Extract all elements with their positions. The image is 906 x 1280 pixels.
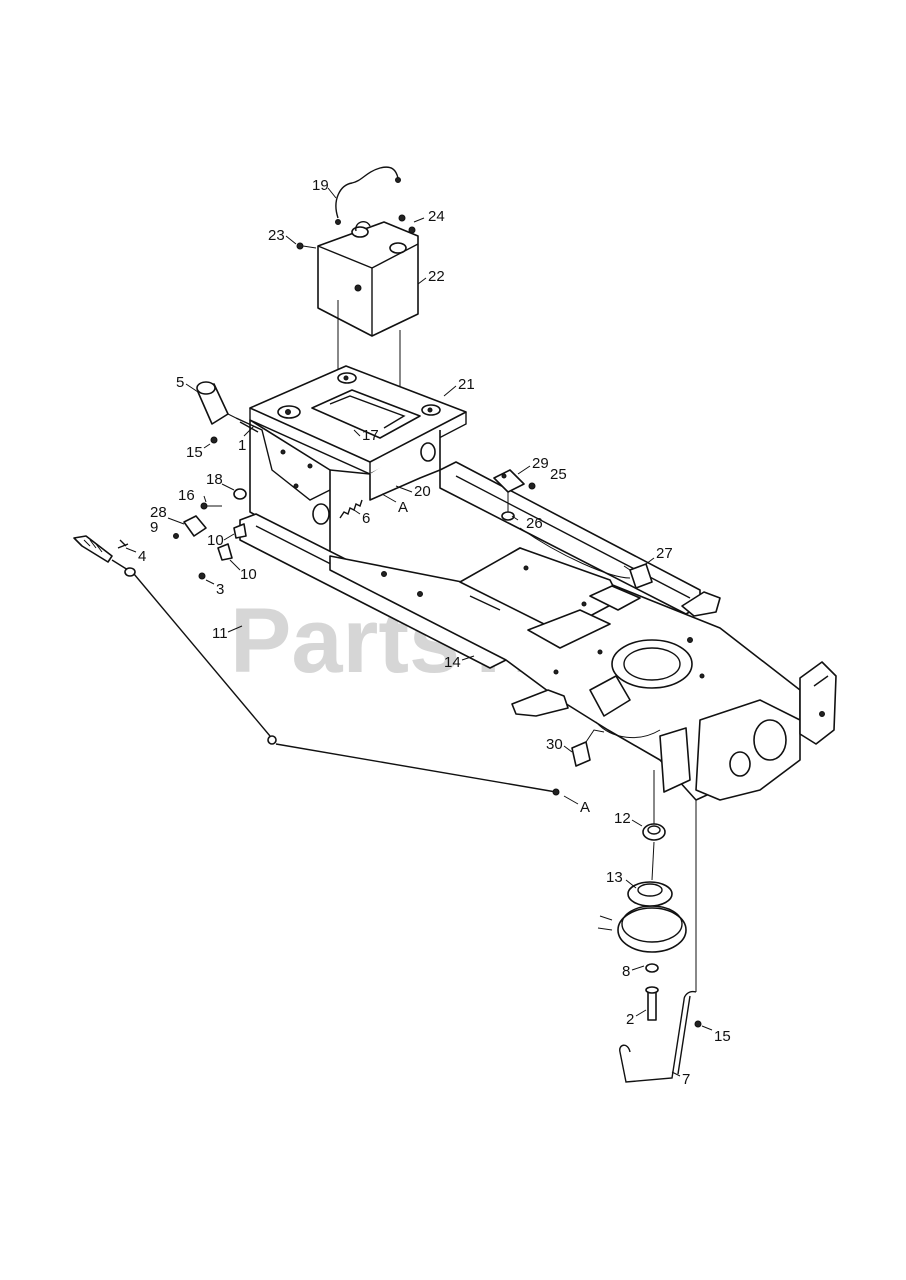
callout-25: 25: [550, 466, 567, 483]
callout-28: 28: [150, 504, 167, 521]
battery: [317, 221, 419, 337]
callout-8: 8: [622, 963, 630, 980]
callout-29: 29: [532, 455, 549, 472]
callout-23: 23: [268, 227, 285, 244]
callout-21: 21: [458, 376, 475, 393]
switch-30: [571, 729, 605, 767]
callout-18: 18: [206, 471, 223, 488]
knob: [196, 381, 237, 425]
callout-30: 30: [546, 736, 563, 753]
callout-24: 24: [428, 208, 445, 225]
throttle-cable: [73, 535, 560, 796]
screw: [198, 572, 206, 580]
clip-10-upper: [233, 523, 247, 539]
callout-14: 14: [444, 654, 461, 671]
pulley-drop-lines: [651, 770, 697, 992]
callout-3: 3: [216, 581, 224, 598]
pin-2: [645, 986, 659, 1021]
switch-29: [493, 469, 525, 493]
callout-19: 19: [312, 177, 329, 194]
bolt-15-upper: [210, 436, 218, 444]
callout-2: 2: [626, 1011, 634, 1028]
washer-8: [645, 963, 659, 973]
cable-clamp: [117, 539, 129, 549]
nut-25: [528, 482, 536, 490]
callout-26: 26: [526, 515, 543, 532]
callout-1: 1: [238, 437, 246, 454]
callout-15-lower: 15: [714, 1028, 731, 1045]
callout-10-upper: 10: [207, 532, 224, 549]
leader-lines: [125, 187, 713, 1077]
callout-A-upper: A: [398, 499, 408, 516]
bolt-16: [200, 502, 222, 510]
callout-5: 5: [176, 374, 184, 391]
callout-17: 17: [362, 427, 379, 444]
callout-A-lower: A: [580, 799, 590, 816]
battery-cable: [335, 166, 401, 225]
brake-rod: [619, 990, 697, 1083]
bolt-15-lower: [694, 1020, 702, 1028]
callout-4: 4: [138, 548, 146, 565]
callout-6: 6: [362, 510, 370, 527]
callout-labels: 19 24 23 22 5 21 1 17 15 18 29 25 16 20 …: [138, 177, 731, 1088]
callout-27: 27: [656, 545, 673, 562]
callout-15: 15: [186, 444, 203, 461]
callout-11: 11: [212, 625, 228, 642]
callout-12: 12: [614, 810, 631, 827]
bushing-26: [501, 492, 515, 521]
callout-16: 16: [178, 487, 195, 504]
main-frame: [239, 461, 837, 801]
bushing-12: [642, 823, 666, 841]
wire-harness: [519, 527, 661, 739]
spacer: [233, 488, 247, 500]
callout-20: 20: [414, 483, 431, 500]
callout-10-lower: 10: [240, 566, 257, 583]
clip-10-lower: [217, 543, 233, 561]
idler-pulley: [597, 881, 687, 953]
battery-bolt-23: [296, 242, 362, 292]
bracket: [173, 515, 207, 539]
connector-27: [623, 563, 653, 589]
battery-tray: [249, 365, 467, 476]
callout-13: 13: [606, 869, 623, 886]
callout-7: 7: [682, 1071, 690, 1088]
callout-22: 22: [428, 268, 445, 285]
spring: [339, 499, 363, 519]
callout-9: 9: [150, 519, 158, 536]
battery-nut-24: [398, 214, 416, 234]
